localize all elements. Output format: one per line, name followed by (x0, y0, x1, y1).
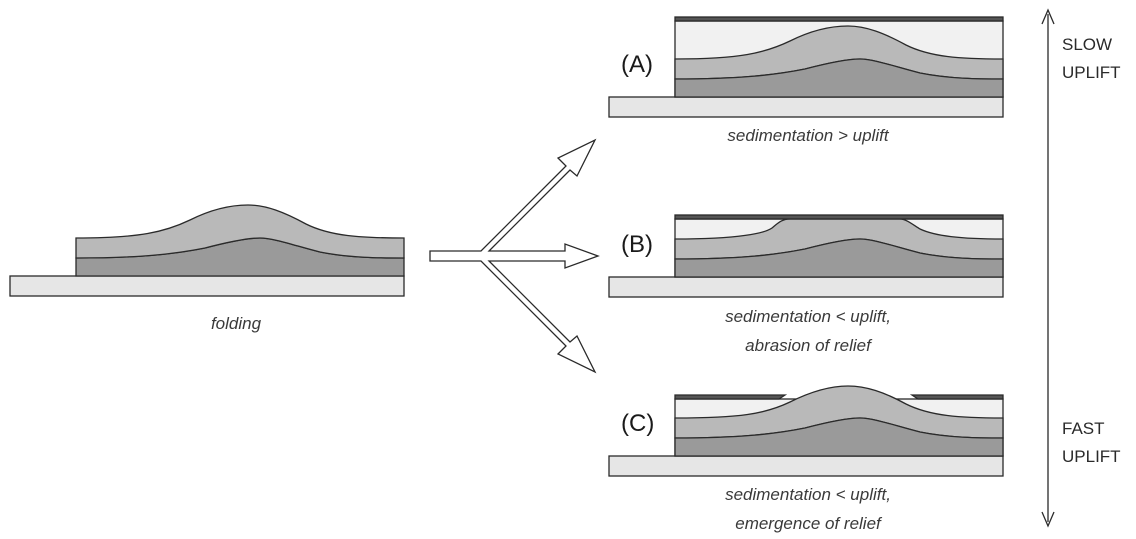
panel-b-base-layer (608, 276, 1004, 298)
panel-b-caption-line-2: abrasion of relief (745, 336, 873, 355)
base-layer (9, 275, 405, 297)
uplift-scale-top-arrowhead (1041, 8, 1055, 25)
panel-a-cap-layer (674, 16, 1004, 22)
upper-fold-layer (75, 204, 405, 259)
panel-c-caption-line-1: sedimentation < uplift, (725, 485, 891, 504)
fast-uplift-label-line-1: FAST (1062, 419, 1105, 438)
panel-c-caption-line-2: emergence of relief (735, 514, 883, 533)
panel-c-base-layer (608, 455, 1004, 477)
panel-c-label: (C) (621, 410, 654, 437)
panel-b-label: (B) (621, 231, 653, 258)
panel-a-base-layer (608, 96, 1004, 118)
panel-b-lower-fold-layer (674, 238, 1004, 278)
panel-c: (C) sedimentation < uplift, emergence of… (608, 385, 1004, 533)
branch-arrows (429, 138, 600, 374)
slow-uplift-label-line-2: UPLIFT (1062, 63, 1121, 82)
folding-caption: folding (211, 314, 262, 333)
panel-a-label: (A) (621, 51, 653, 78)
panel-c-cap-right (909, 394, 1004, 400)
uplift-scale-bottom-arrowhead (1041, 511, 1055, 528)
panel-a-lower-fold-layer (674, 58, 1004, 98)
panel-b-cap-layer (674, 214, 1004, 220)
panel-b-caption-line-1: sedimentation < uplift, (725, 307, 891, 326)
branch-arrow-shape (429, 138, 600, 374)
panel-a: (A) sedimentation > uplift (608, 16, 1004, 145)
panel-b: (B) sedimentation < uplift, abrasion of … (608, 214, 1004, 355)
uplift-scale: SLOW UPLIFT FAST UPLIFT (1041, 8, 1121, 528)
panel-c-cap-left (674, 394, 788, 400)
folding-block: folding (9, 204, 405, 333)
panel-a-caption: sedimentation > uplift (727, 126, 889, 145)
fast-uplift-label-line-2: UPLIFT (1062, 447, 1121, 466)
slow-uplift-label-line-1: SLOW (1062, 35, 1112, 54)
panel-c-lower-fold-layer (674, 417, 1004, 457)
